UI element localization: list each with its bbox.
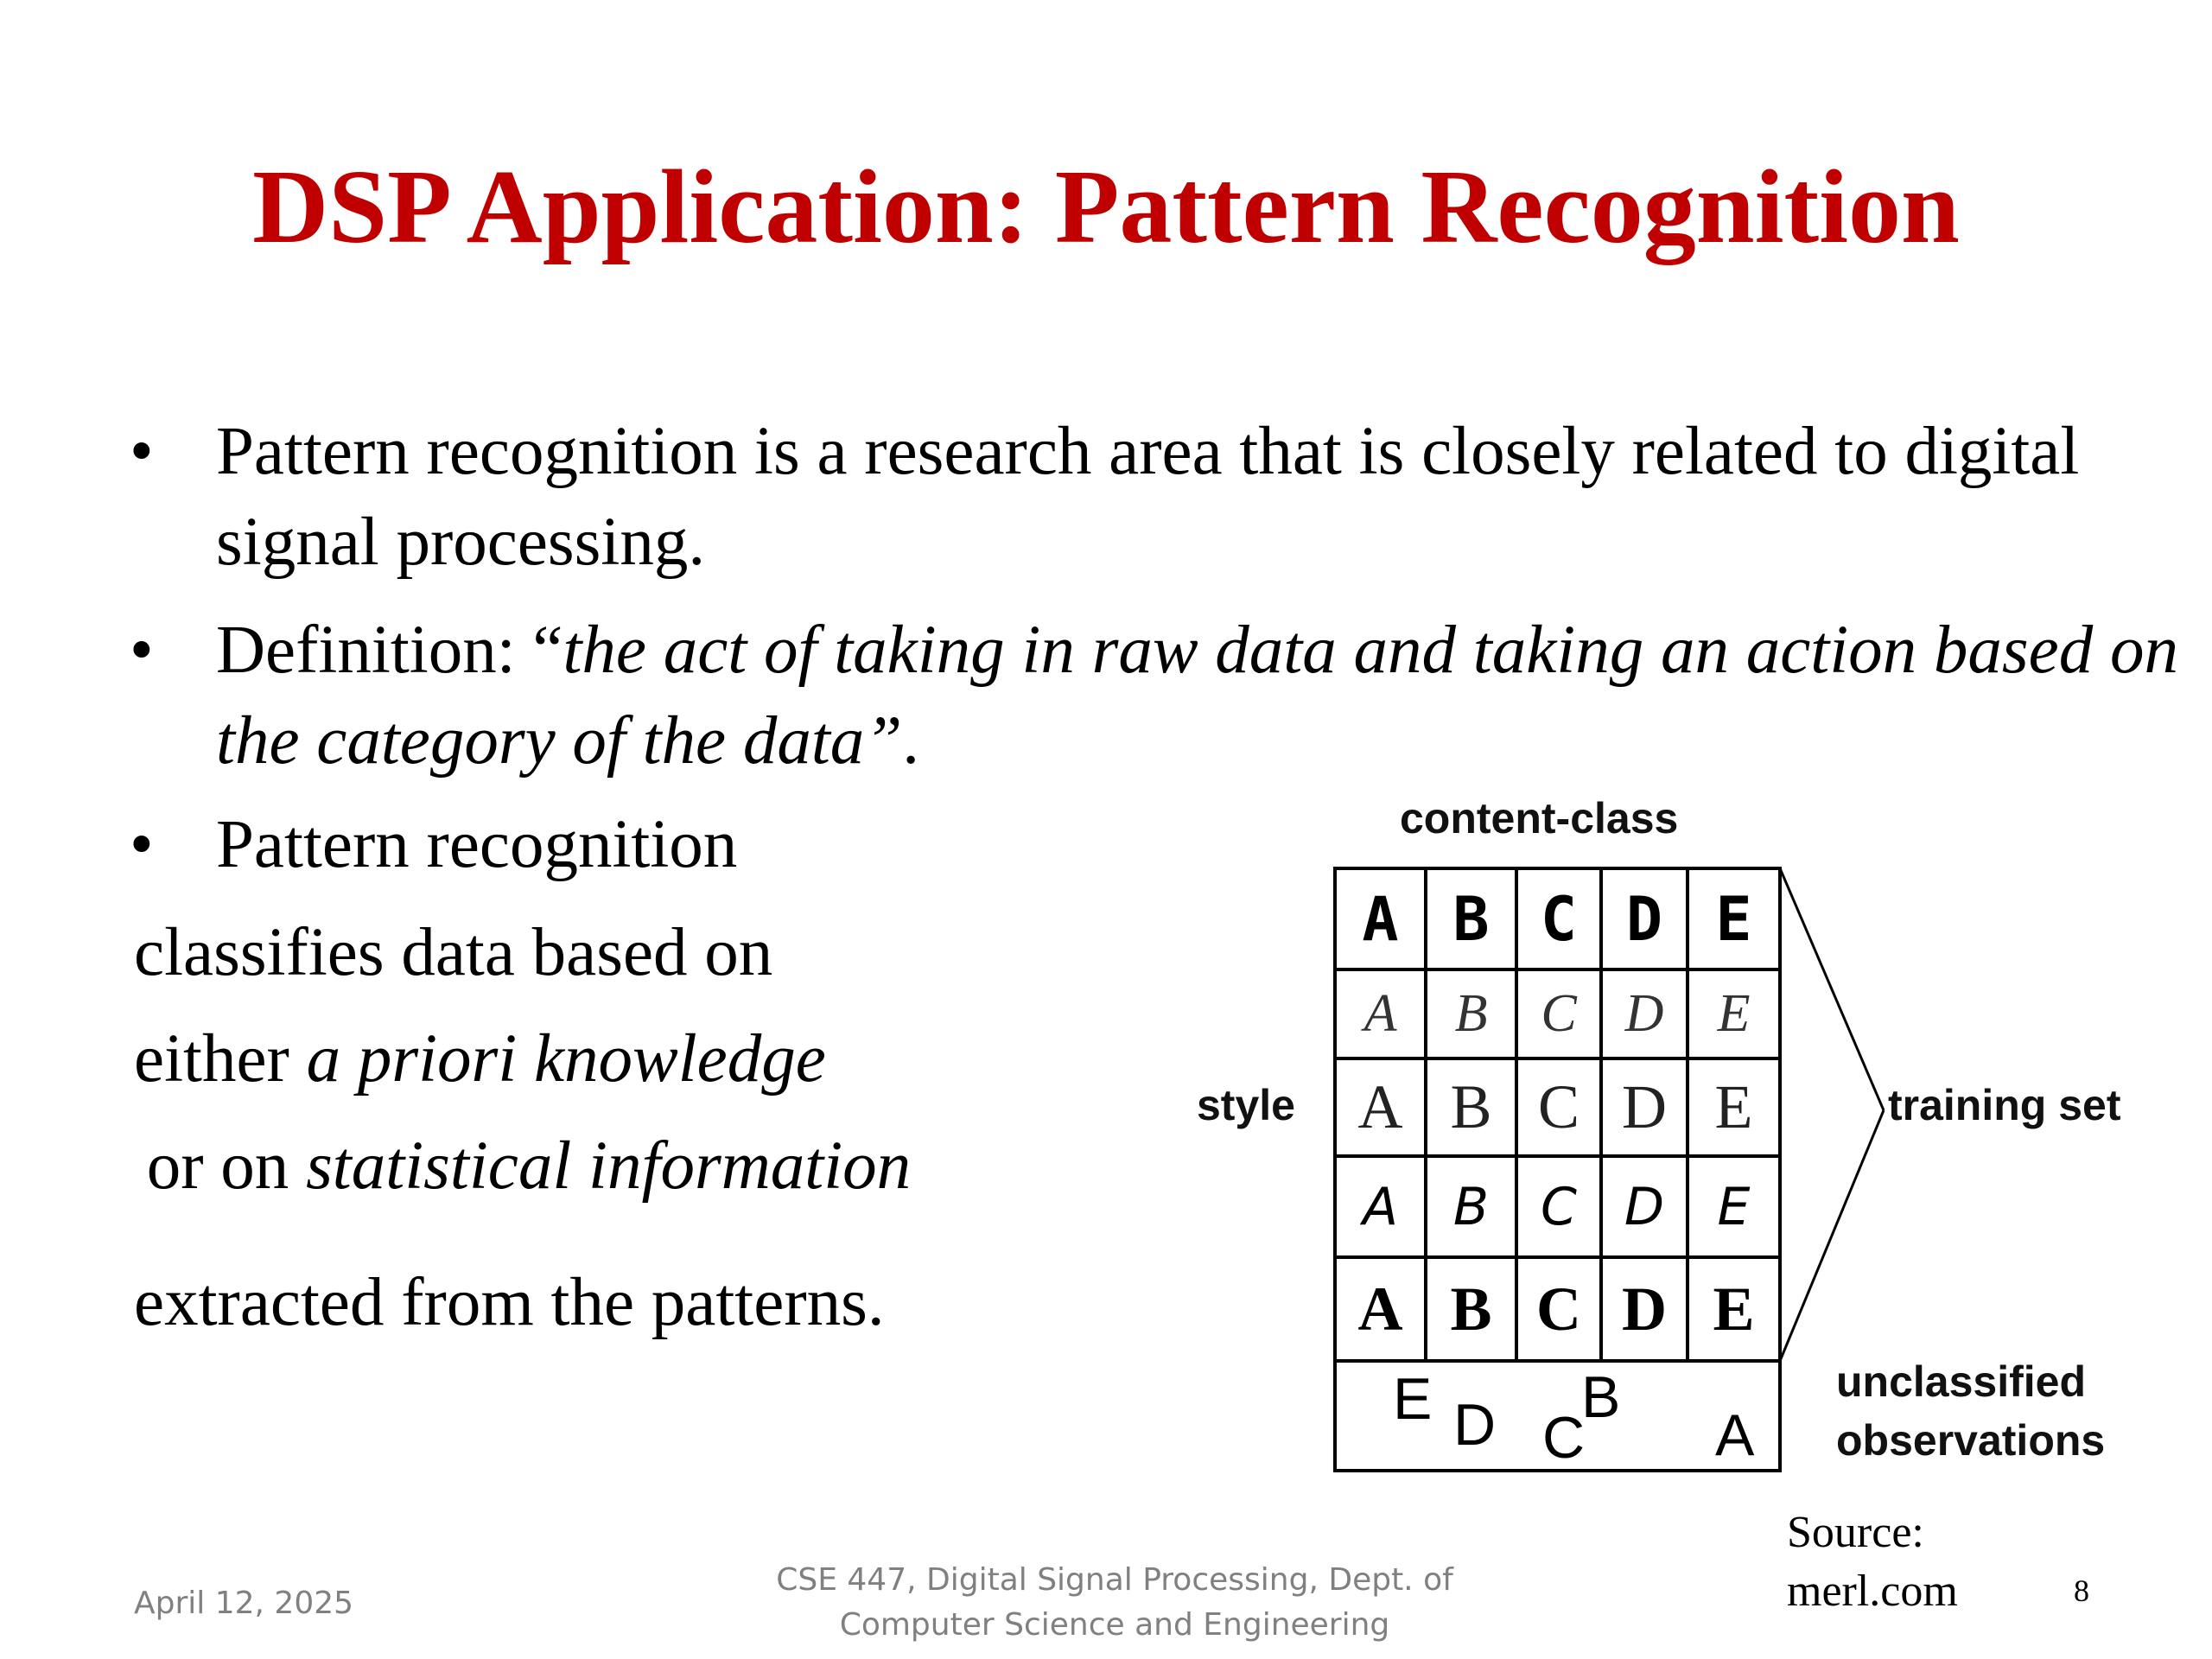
- definition-suffix: .: [902, 703, 919, 779]
- grid-cell: A: [1357, 1274, 1403, 1344]
- statistical-info-text: statistical information: [306, 1128, 912, 1204]
- grid-cell: B: [1450, 1072, 1492, 1141]
- definition-quote: the act of taking in raw data and taking…: [216, 613, 2178, 779]
- footer-course-line-2: Computer Science and Engineering: [839, 1607, 1390, 1643]
- style-label: style: [1197, 1081, 1295, 1129]
- a-priori-text: a priori knowledge: [306, 1021, 826, 1096]
- grid-cell: A: [1362, 1176, 1399, 1237]
- source-credit: Source: merl.com: [1787, 1503, 1958, 1621]
- grid-cell: C: [1537, 1072, 1580, 1141]
- unclassified-letter: C: [1542, 1405, 1586, 1471]
- continuation-line-3: or on statistical information: [130, 1121, 911, 1211]
- footer-date: April 12, 2025: [134, 1586, 354, 1621]
- definition-prefix: Definition: “: [216, 613, 563, 688]
- observations-label: observations: [1836, 1416, 2106, 1465]
- grid-cell: D: [1625, 883, 1663, 955]
- bullet-symbol: •: [130, 613, 154, 688]
- grid-cell: E: [1717, 1176, 1751, 1237]
- bullet-1-text: Pattern recognition is a research area t…: [216, 414, 2080, 580]
- continuation-line-4: extracted from the patterns.: [134, 1265, 885, 1340]
- grid-cell: A: [1362, 883, 1399, 955]
- content-class-label: content-class: [1400, 794, 1679, 842]
- source-label: Source:: [1787, 1508, 1924, 1557]
- grid-cell: E: [1714, 1072, 1753, 1141]
- grid-cell: C: [1536, 1274, 1581, 1344]
- source-site: merl.com: [1787, 1567, 1958, 1616]
- grid-cell: A: [1363, 984, 1397, 1043]
- grid-cell: B: [1454, 984, 1488, 1043]
- grid-cell: C: [1540, 883, 1578, 955]
- page-number: 8: [2074, 1573, 2089, 1608]
- continuation-line-1: classifies data based on: [134, 915, 773, 990]
- grid-cell: C: [1541, 984, 1577, 1043]
- continuation-line-2: either a priori knowledge: [134, 1014, 826, 1104]
- grid-cell: E: [1713, 1274, 1755, 1344]
- grid-cell: B: [1452, 1176, 1490, 1237]
- grid-cell: D: [1622, 1274, 1667, 1344]
- grid-cell: D: [1624, 984, 1664, 1043]
- slide-title: DSP Application: Pattern Recognition: [252, 149, 1960, 265]
- footer-course-line-1: CSE 447, Digital Signal Processing, Dept…: [776, 1562, 1453, 1598]
- footer-course: CSE 447, Digital Signal Processing, Dept…: [760, 1558, 1469, 1648]
- unclassified-letter: A: [1715, 1402, 1755, 1468]
- bullet-3-text: Pattern recognition: [216, 807, 738, 882]
- bullet-symbol: •: [130, 414, 154, 489]
- training-set-label: training set: [1888, 1081, 2121, 1129]
- grid-cell: D: [1622, 1072, 1667, 1141]
- line2-prefix: either: [134, 1021, 307, 1096]
- bullet-symbol: •: [130, 807, 154, 882]
- unclassified-letter: E: [1393, 1366, 1433, 1432]
- bullet-2-text: Definition: “the act of taking in raw da…: [216, 605, 2186, 786]
- grid-cell: E: [1715, 883, 1752, 955]
- grid-cell: B: [1452, 883, 1490, 955]
- unclassified-letter: B: [1581, 1364, 1621, 1430]
- grid-cell: B: [1450, 1274, 1492, 1344]
- unclassified-letter: D: [1453, 1392, 1497, 1458]
- grid-cell: E: [1717, 984, 1751, 1043]
- grid-cell: C: [1541, 1176, 1577, 1237]
- grid-cell: D: [1624, 1176, 1665, 1237]
- unclassified-label: unclassified: [1836, 1357, 2086, 1406]
- grid-cell: A: [1357, 1072, 1403, 1141]
- line3-prefix: or on: [130, 1128, 307, 1204]
